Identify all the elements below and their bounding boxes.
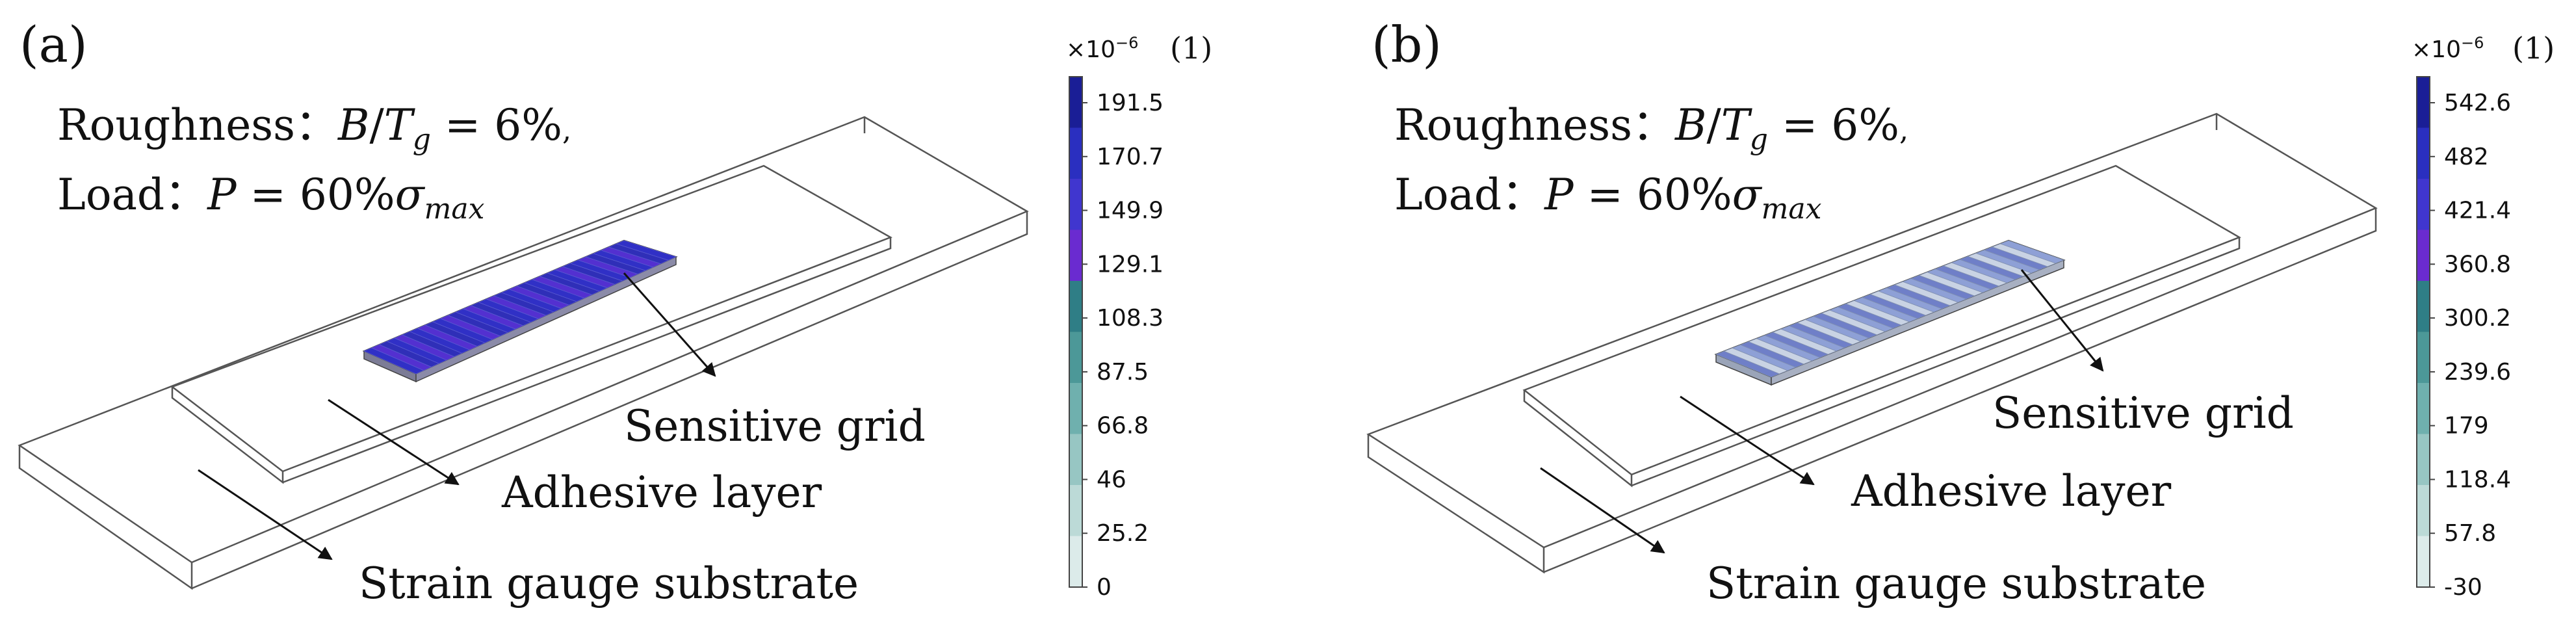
colorbar-cell xyxy=(1069,536,1082,588)
colorbar-cell xyxy=(1069,230,1082,282)
sensitive-grid xyxy=(1714,239,2066,386)
colorbar-tick-label: 360.8 xyxy=(2444,251,2511,278)
colorbar-cell xyxy=(2417,77,2430,128)
colorbar-tick-label: 46 xyxy=(1097,466,1126,493)
label-substrate: Strain gauge substrate xyxy=(1706,558,2206,609)
label-sensitive-grid: Sensitive grid xyxy=(1992,388,2294,438)
roughness-formula: Roughness：B/Tg = 6%, xyxy=(57,100,571,156)
colorbar-cell xyxy=(2417,536,2430,588)
colorbar-tick-label: 0 xyxy=(1097,574,1112,601)
colorbar-tick-label: 421.4 xyxy=(2444,198,2511,224)
panel-label: (b) xyxy=(1372,16,1442,73)
colorbar-cell xyxy=(1069,179,1082,230)
colorbar-cell xyxy=(1069,332,1082,384)
colorbar-unit: (1) xyxy=(1170,31,1212,66)
colorbar-tick-label: 66.8 xyxy=(1097,413,1149,440)
colorbar-cell xyxy=(2417,434,2430,486)
colorbar-tick-label: 239.6 xyxy=(2444,359,2511,386)
load-formula: Load：P = 60%σmax xyxy=(1394,170,1822,226)
colorbar-tick-label: 129.1 xyxy=(1097,251,1164,278)
colorbar-tick-label: 179 xyxy=(2444,413,2489,440)
colorbar-cell xyxy=(1069,383,1082,434)
colorbar-tick-label: 542.6 xyxy=(2444,90,2511,116)
label-sensitive-grid: Sensitive grid xyxy=(624,401,926,451)
colorbar-cell xyxy=(2417,383,2430,434)
label-adhesive-layer: Adhesive layer xyxy=(501,467,822,518)
colorbar-cell xyxy=(1069,485,1082,536)
leader-arrows xyxy=(198,272,716,560)
colorbar-cell xyxy=(2417,179,2430,230)
colorbar-cell xyxy=(1069,127,1082,179)
substrate-box xyxy=(18,116,1029,590)
colorbar-tick-label: 149.9 xyxy=(1097,198,1164,224)
load-formula: Load：P = 60%σmax xyxy=(57,170,485,226)
colorbar-cell xyxy=(2417,332,2430,384)
adhesive-layer xyxy=(170,164,892,484)
colorbar-cell xyxy=(2417,281,2430,332)
colorbar-tick-label: 118.4 xyxy=(2444,466,2511,493)
leader-arrows xyxy=(1540,269,2104,554)
colorbar-unit: (1) xyxy=(2512,31,2555,66)
colorbar-tick-label: 108.3 xyxy=(1097,305,1164,332)
roughness-formula: Roughness：B/Tg = 6%, xyxy=(1394,100,1908,156)
colorbar-tick-label: 300.2 xyxy=(2444,305,2511,332)
colorbar-exponent: ×10−6 xyxy=(1066,34,1138,63)
colorbar-tick-label: 87.5 xyxy=(1097,359,1149,386)
colorbar-cell xyxy=(1069,281,1082,332)
panel-b: (b) Sensitive grid Adhesive layer Strain… xyxy=(1366,16,2555,609)
panel-a: (a) Sensitive grid Adhes xyxy=(18,16,1212,609)
colorbar-tick-label: 170.7 xyxy=(1097,144,1164,170)
sensitive-grid xyxy=(362,239,678,383)
colorbar: ×10−6 (1) 542.6 482 421.4 360.8 300.2 239.6 17… xyxy=(2412,31,2555,601)
colorbar-tick-label: 191.5 xyxy=(1097,90,1164,116)
colorbar: ×10−6 (1) 191.5 170.7 149.9 129.1 108.3 87.5 6… xyxy=(1066,31,1212,601)
colorbar-frame xyxy=(2416,76,2430,588)
substrate-box xyxy=(1366,112,2378,574)
colorbar-cell xyxy=(2417,230,2430,282)
colorbar-tick-label: -30 xyxy=(2444,574,2482,601)
colorbar-tick-label: 25.2 xyxy=(1097,520,1149,547)
grid-stripe xyxy=(1999,240,2065,264)
label-substrate: Strain gauge substrate xyxy=(359,558,859,609)
colorbar-tick-label: 57.8 xyxy=(2444,520,2496,547)
adhesive-layer xyxy=(1522,164,2241,488)
colorbar-cell xyxy=(1069,434,1082,486)
colorbar-frame xyxy=(1069,76,1083,588)
colorbar-cell xyxy=(1069,77,1082,128)
colorbar-tick-label: 482 xyxy=(2444,144,2489,170)
panel-label: (a) xyxy=(20,16,88,73)
label-adhesive-layer: Adhesive layer xyxy=(1851,466,2172,516)
colorbar-exponent: ×10−6 xyxy=(2412,34,2484,63)
grid-stripe xyxy=(616,240,677,261)
colorbar-cell xyxy=(2417,485,2430,536)
colorbar-cell xyxy=(2417,127,2430,179)
